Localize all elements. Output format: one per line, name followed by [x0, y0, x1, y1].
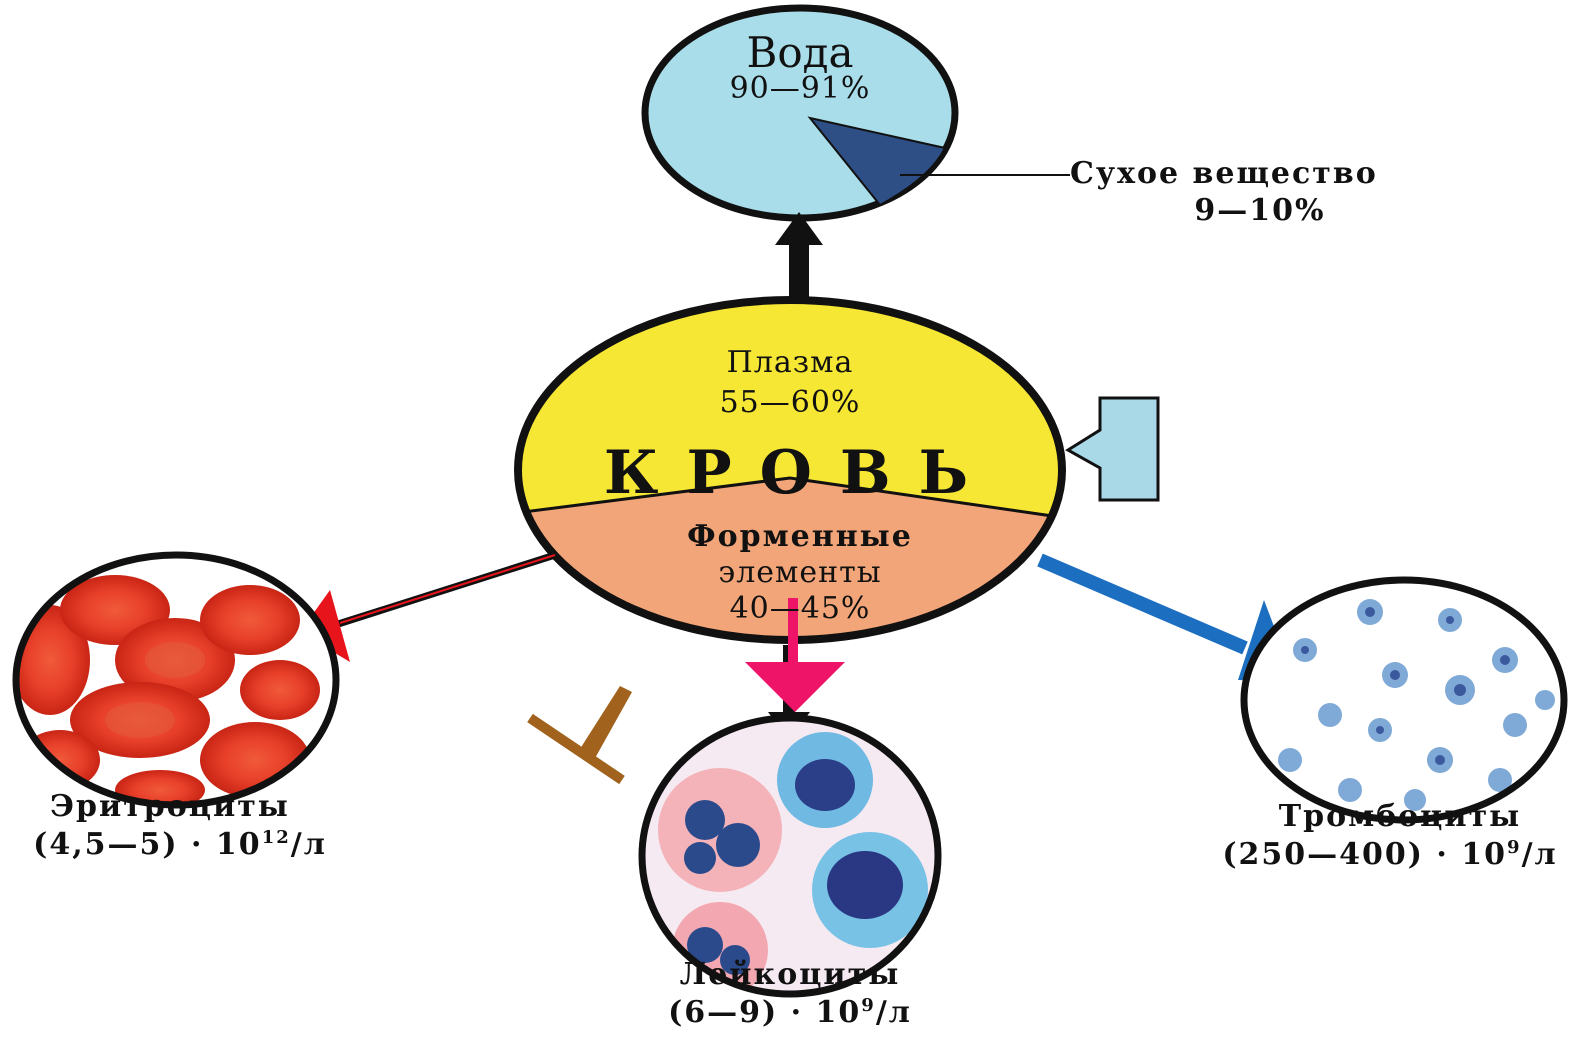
blood-title: КРОВЬ [580, 440, 1020, 506]
erythrocytes-formula: (4,5—5) · 1012/л [10, 828, 350, 861]
platelets-formula: (250—400) · 109/л [1205, 838, 1575, 871]
dry-matter-title: Сухое вещество [1070, 157, 1460, 190]
brown-pointer-marker [530, 686, 632, 780]
dry-matter-percent: 9—10% [1180, 194, 1340, 227]
formed-elements-percent: 40—45% [650, 592, 950, 625]
water-title: Вода [700, 30, 900, 76]
formed-elements-line2: элементы [650, 556, 950, 589]
arrow-to-erythrocytes [300, 555, 555, 662]
water-percent: 90—91% [700, 72, 900, 105]
leukocytes-title: Лейкоциты [630, 958, 950, 991]
plasma-percent: 55—60% [680, 386, 900, 419]
leukocytes-formula: (6—9) · 109/л [630, 996, 950, 1029]
platelets-image [1244, 580, 1564, 820]
side-arrow-marker [1068, 398, 1158, 500]
platelets-title: Тромбоциты [1235, 800, 1565, 833]
erythrocytes-image [10, 555, 336, 810]
erythrocytes-title: Эритроциты [20, 790, 320, 823]
formed-elements-line1: Форменные [650, 520, 950, 553]
leukocytes-image [642, 718, 938, 998]
plasma-title: Плазма [680, 346, 900, 379]
